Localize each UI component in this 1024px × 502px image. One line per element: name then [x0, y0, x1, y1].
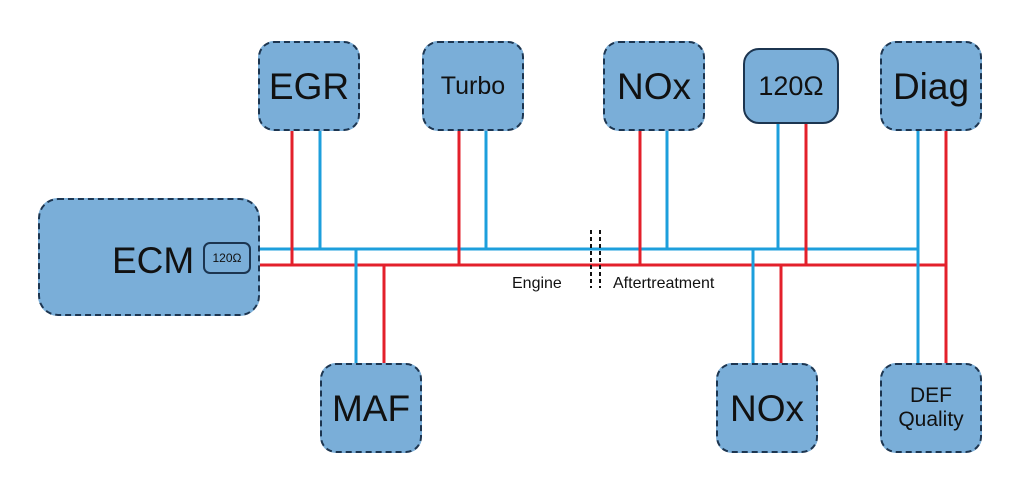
node-nox-bottom: NOx	[716, 363, 818, 453]
ecm-terminator-badge: 120Ω	[203, 242, 251, 274]
node-terminator-top-label: 120Ω	[758, 70, 824, 101]
segment-label-aftertreatment: Aftertreatment	[613, 275, 715, 292]
node-ecm: ECM 120Ω	[38, 198, 260, 316]
node-turbo-label: Turbo	[440, 71, 506, 100]
node-maf-label: MAF	[331, 387, 411, 429]
segment-label-engine: Engine	[512, 275, 562, 292]
node-def-quality-line1: DEF	[910, 383, 952, 407]
node-ecm-label: ECM	[112, 240, 195, 281]
node-turbo: Turbo	[422, 41, 524, 131]
node-def-quality: DEF Quality	[880, 363, 982, 453]
node-egr: EGR	[258, 41, 360, 131]
node-nox-top: NOx	[603, 41, 705, 131]
node-maf: MAF	[320, 363, 422, 453]
node-diag-label: Diag	[892, 65, 970, 107]
node-egr-label: EGR	[268, 65, 350, 107]
node-diag: Diag	[880, 41, 982, 131]
node-nox-bottom-label: NOx	[730, 387, 804, 429]
node-nox-top-label: NOx	[617, 65, 691, 107]
node-terminator-top: 120Ω	[743, 48, 839, 124]
node-def-quality-line2: Quality	[898, 408, 964, 431]
ecm-terminator-label: 120Ω	[212, 251, 242, 265]
